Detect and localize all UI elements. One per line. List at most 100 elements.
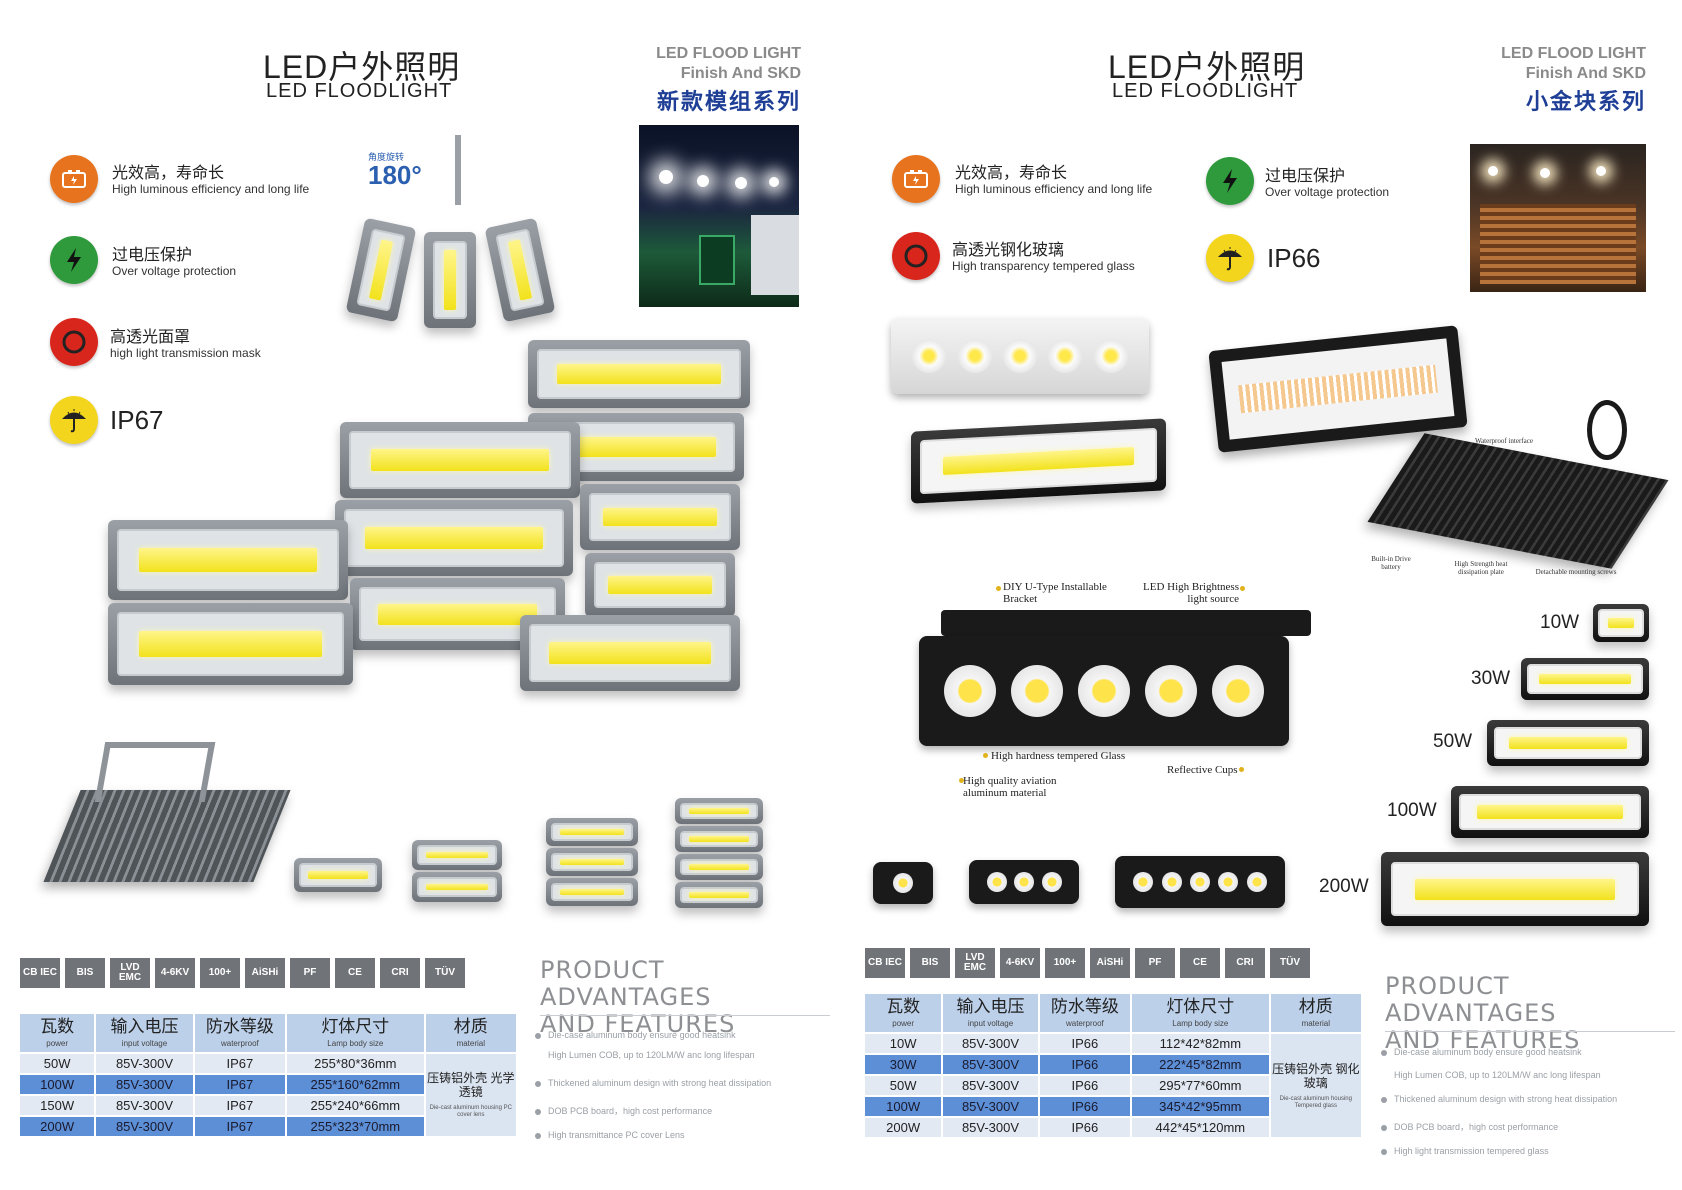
cert-badge: TÜV <box>1270 948 1310 978</box>
lightning-icon <box>1206 157 1254 205</box>
page-title-en: LED FLOODLIGHT <box>266 80 453 102</box>
watt-label: 10W <box>1540 612 1580 633</box>
callout-heat: High Strength heat dissipation plate <box>1454 560 1508 576</box>
variant-200w <box>675 826 763 852</box>
cell-waterproof: IP67 <box>194 1117 286 1136</box>
cell-size: 255*323*70mm <box>287 1117 424 1136</box>
cob-100w <box>1451 786 1649 838</box>
cert-badge: CE <box>335 958 375 988</box>
cell-power: 50W <box>865 1076 942 1095</box>
cell-waterproof: IP66 <box>1039 1118 1131 1137</box>
cell-power: 50W <box>20 1054 95 1073</box>
corner-label: LED FLOOD LIGHT Finish And SKD <box>1501 44 1646 84</box>
feature-3-cn: 高透光钢化玻璃 <box>952 242 1065 259</box>
cob-10w <box>1593 604 1649 642</box>
cert-badge: CRI <box>380 958 420 988</box>
advantage-item: Thickened aluminum design with strong he… <box>535 1078 771 1088</box>
series-name: 小金块系列 <box>1525 89 1646 114</box>
cell-voltage: 85V-300V <box>943 1097 1038 1116</box>
cert-badge: LVD EMC <box>110 958 150 988</box>
cell-waterproof: IP67 <box>194 1096 286 1115</box>
variant-150w <box>546 878 638 906</box>
corner-line-2: Finish And SKD <box>1525 65 1646 82</box>
advantages-title: PRODUCT ADVANTAGES AND FEATURES <box>540 957 841 1038</box>
floodlight-module <box>580 484 740 550</box>
ring-icon <box>50 318 98 366</box>
callout-marker <box>1239 767 1244 772</box>
variant-150w <box>546 848 638 876</box>
floodlight-module <box>520 615 740 691</box>
advantage-item: DOB PCB board，high cost performance <box>535 1104 712 1117</box>
rotate-value: 180° <box>368 160 422 190</box>
feature-2-en: Over voltage protection <box>112 264 237 278</box>
certification-row: CB IEC BIS LVD EMC 4-6KV 100+ AiSHi PF C… <box>865 948 1310 978</box>
callout-mounting: Detachable mounting screws <box>1535 568 1617 576</box>
feature-1-en: High luminous efficiency and long life <box>955 182 1153 196</box>
page-title-en: LED FLOODLIGHT <box>1112 80 1299 102</box>
table-row: 50W 85V-300V IP66 295*77*60mm <box>865 1076 1361 1095</box>
cert-badge: CB IEC <box>20 958 60 988</box>
umbrella-icon <box>1206 234 1254 282</box>
variant-30w <box>969 860 1079 904</box>
callout-driver: Built-in Drive battery <box>1371 555 1411 571</box>
callout-bracket: DIY U-Type Installable Bracket <box>1003 581 1107 605</box>
cert-badge: TÜV <box>425 958 465 988</box>
cell-voltage: 85V-300V <box>96 1117 193 1136</box>
variant-50w <box>1115 856 1285 908</box>
divider <box>540 1015 830 1016</box>
variant-100w-bottom <box>412 872 502 902</box>
cert-badge: AiSHi <box>1090 948 1130 978</box>
variant-100w-top <box>412 840 502 870</box>
advantage-item: DOB PCB board，high cost performance <box>1381 1120 1558 1133</box>
variant-10w <box>873 862 933 904</box>
cell-size: 345*42*95mm <box>1132 1097 1269 1116</box>
black-cob-floodlight <box>911 418 1166 504</box>
cell-waterproof: IP67 <box>194 1054 286 1073</box>
page-title-cn: LED户外照明 <box>263 49 461 85</box>
cell-size: 222*45*82mm <box>1132 1055 1269 1074</box>
cell-waterproof: IP67 <box>194 1075 286 1094</box>
cob-30w <box>1521 658 1649 700</box>
mount-bracket <box>94 742 216 802</box>
heatsink-back-view <box>43 790 291 882</box>
module-light-left <box>345 217 417 323</box>
cell-voltage: 85V-300V <box>943 1118 1038 1137</box>
corner-label: LED FLOOD LIGHT Finish And SKD <box>656 44 801 84</box>
application-photo <box>1470 144 1646 292</box>
advantages-title-line-1: PRODUCT ADVANTAGES <box>540 956 712 1011</box>
certification-row: CB IEC BIS LVD EMC 4-6KV 100+ AiSHi PF C… <box>20 958 465 988</box>
table-row: 100W 85V-300V IP66 345*42*95mm <box>865 1097 1361 1116</box>
cell-power: 100W <box>20 1075 95 1094</box>
black-5-led-light <box>919 636 1289 746</box>
cell-size: 295*77*60mm <box>1132 1076 1269 1095</box>
callout-led-source: LED High Brightness light source <box>1143 581 1239 605</box>
series-name: 新款模组系列 <box>656 89 801 114</box>
module-light-center <box>424 232 476 328</box>
power-cable <box>1587 400 1627 460</box>
cert-badge: CE <box>1180 948 1220 978</box>
ip-rating: IP67 <box>110 405 164 435</box>
variant-200w <box>675 882 763 908</box>
module-light-right <box>484 217 556 323</box>
cert-badge: BIS <box>910 948 950 978</box>
variant-200w <box>675 854 763 880</box>
corner-line-2: Finish And SKD <box>680 65 801 82</box>
advantage-item: High Lumen COB, up to 120LM/W anc long l… <box>548 1050 755 1060</box>
cell-voltage: 85V-300V <box>96 1075 193 1094</box>
cell-power: 100W <box>865 1097 942 1116</box>
cert-badge: BIS <box>65 958 105 988</box>
watt-label: 200W <box>1319 876 1369 897</box>
feature-3-en: high light transmission mask <box>110 346 261 360</box>
cell-size: 255*240*66mm <box>287 1096 424 1115</box>
u-bracket <box>941 610 1311 636</box>
cert-badge: LVD EMC <box>955 948 995 978</box>
